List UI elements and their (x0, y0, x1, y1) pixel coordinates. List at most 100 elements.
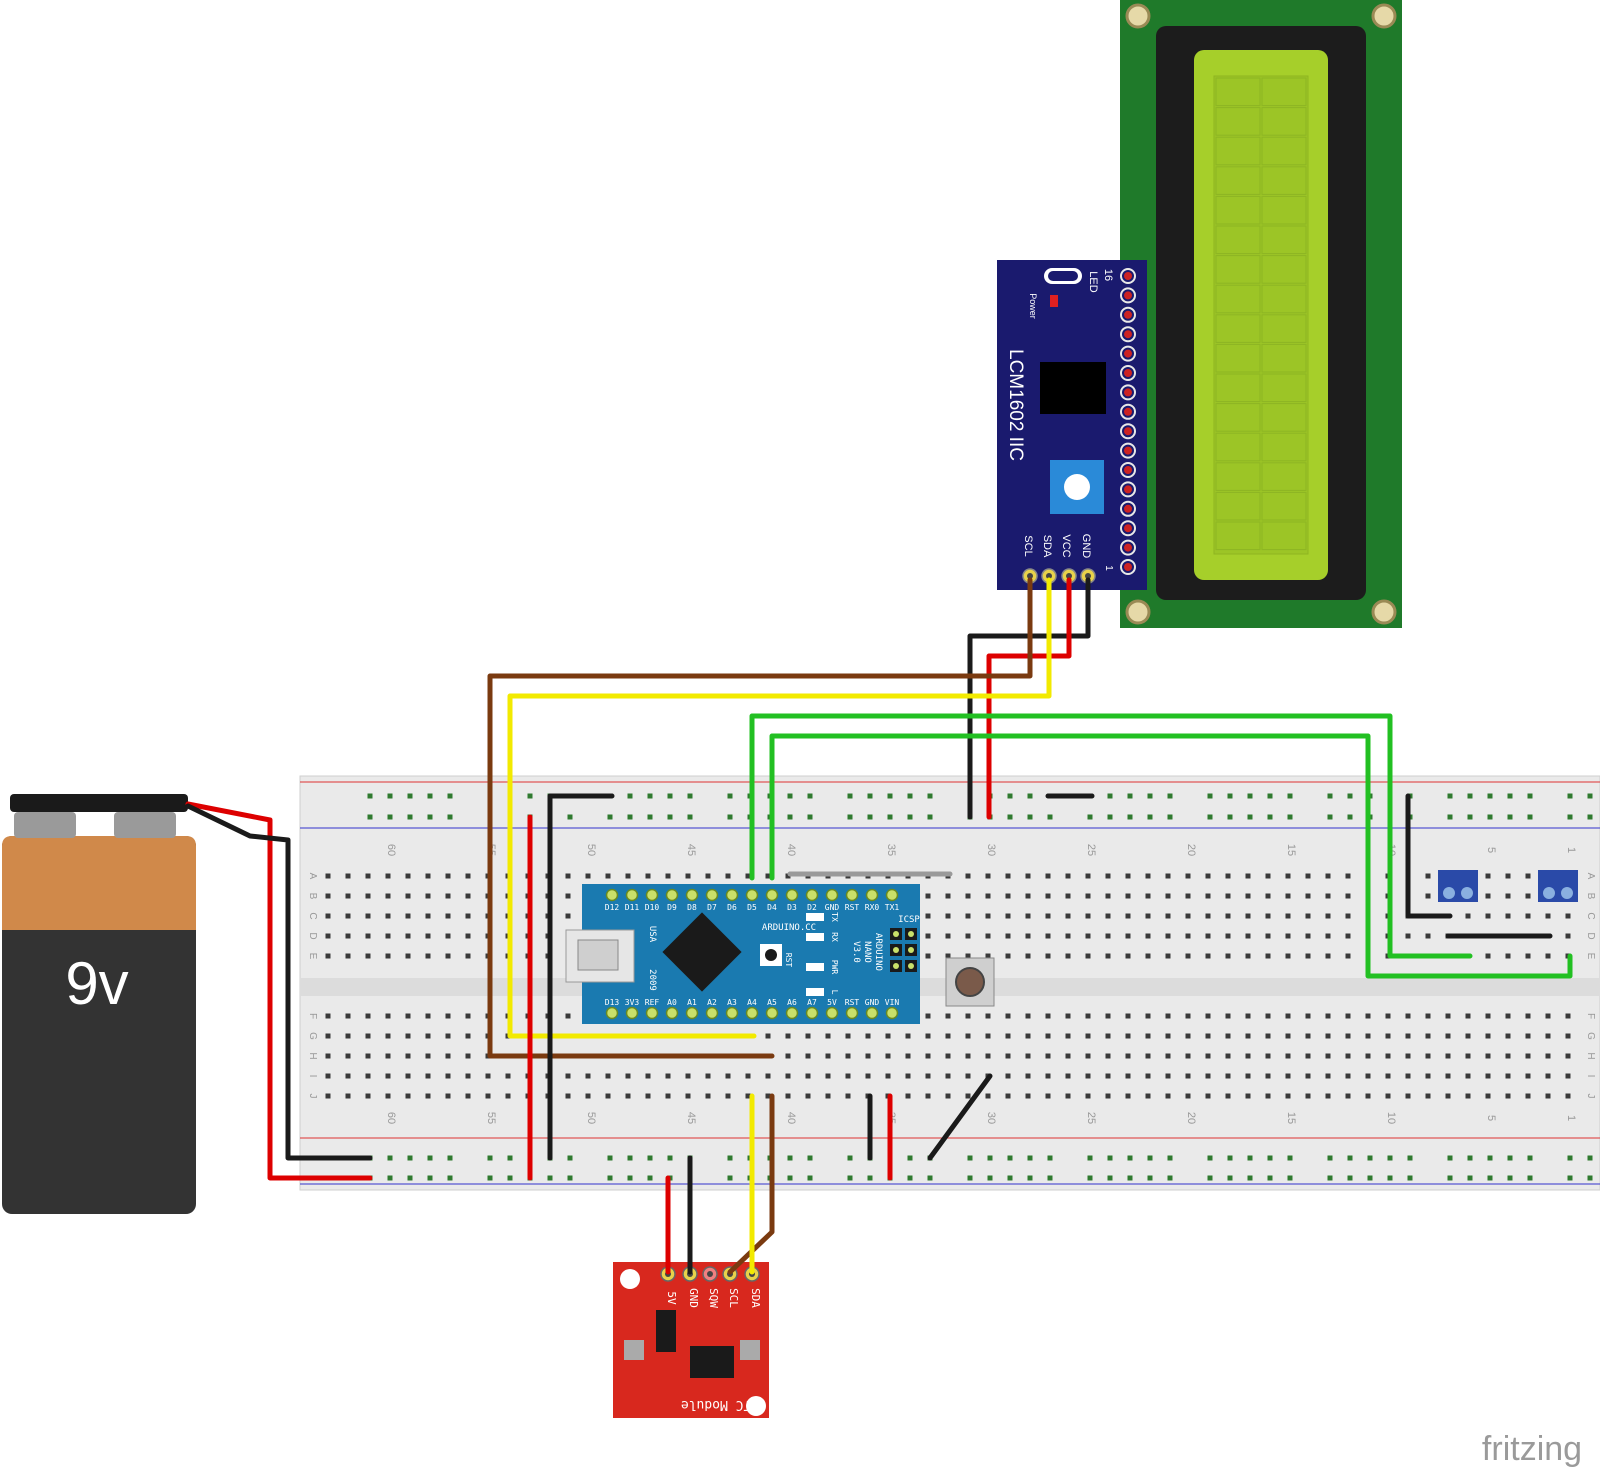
breadboard-hole (785, 1053, 791, 1059)
breadboard-hole (465, 1073, 471, 1079)
breadboard-hole (585, 1073, 591, 1079)
breadboard-hole (1285, 913, 1291, 919)
breadboard-hole (945, 1093, 951, 1099)
breadboard-hole (1345, 953, 1351, 959)
breadboard-hole (325, 1093, 331, 1099)
breadboard-hole (645, 1093, 651, 1099)
wire-green-2 (769, 733, 1573, 979)
lcd-char-cell (1215, 343, 1261, 373)
nano-top-pin-label: D11 (625, 903, 640, 912)
breadboard-hole (1025, 913, 1031, 919)
rail-hole (907, 793, 913, 799)
nano-top-pin-label: RST (845, 903, 860, 912)
rail-hole (1507, 814, 1513, 820)
rail-hole (787, 814, 793, 820)
breadboard-hole (1365, 1093, 1371, 1099)
breadboard-hole (1465, 1073, 1471, 1079)
breadboard-hole (445, 953, 451, 959)
rail-hole (787, 1175, 793, 1181)
breadboard-hole (1325, 1073, 1331, 1079)
rail-hole (1247, 1155, 1253, 1161)
breadboard-hole (1185, 873, 1191, 879)
breadboard-hole (985, 1053, 991, 1059)
breadboard-hole (1465, 1013, 1471, 1019)
rail-hole (847, 793, 853, 799)
rail-hole (647, 793, 653, 799)
rail-hole (627, 814, 633, 820)
rail-hole (387, 1155, 393, 1161)
breadboard-hole (405, 1033, 411, 1039)
breadboard-hole (445, 873, 451, 879)
breadboard-hole (1525, 1033, 1531, 1039)
breadboard-hole (565, 1013, 571, 1019)
header-pin (1120, 520, 1136, 537)
column-number-bottom: 5 (1485, 1115, 1497, 1121)
breadboard-hole (1385, 1033, 1391, 1039)
rail-hole (927, 793, 933, 799)
rail-hole (1387, 1175, 1393, 1181)
breadboard-hole (765, 1093, 771, 1099)
breadboard-hole (465, 1093, 471, 1099)
lcd-char-cell (1215, 255, 1261, 284)
breadboard-hole (585, 873, 591, 879)
usb-port (577, 939, 619, 971)
breadboard-hole (625, 1073, 631, 1079)
rail-hole (407, 793, 413, 799)
breadboard-hole (1045, 873, 1051, 879)
nano-top-pin-label: D9 (667, 903, 677, 912)
breadboard-hole (405, 1073, 411, 1079)
backpack-led-label: LED (1087, 271, 1099, 292)
rail-hole (1567, 814, 1573, 820)
breadboard-hole (845, 1093, 851, 1099)
rail-hole (387, 1175, 393, 1181)
push-button (945, 957, 995, 1007)
column-number-top: 50 (585, 844, 597, 856)
breadboard-hole (1325, 873, 1331, 879)
breadboard-hole (1005, 1053, 1011, 1059)
rail-hole (987, 1155, 993, 1161)
row-letter: F (1585, 1013, 1596, 1019)
breadboard-hole (1005, 1073, 1011, 1079)
rail-hole (607, 814, 613, 820)
icsp-pin-center (908, 931, 914, 937)
breadboard-hole (1205, 1013, 1211, 1019)
icsp-pin-center (893, 947, 899, 953)
rail-hole (1287, 1155, 1293, 1161)
rail-hole (547, 1175, 553, 1181)
breadboard-hole (1545, 1013, 1551, 1019)
breadboard-hole (1085, 893, 1091, 899)
rail-hole (867, 1175, 873, 1181)
rail-hole (1327, 814, 1333, 820)
breadboard-hole (1265, 1093, 1271, 1099)
breadboard-hole (1125, 873, 1131, 879)
rail-hole (387, 814, 393, 820)
lcd-char-cell (1261, 403, 1307, 432)
rail-hole (407, 814, 413, 820)
potentiometer-knob-icon (1064, 474, 1090, 500)
breadboard-hole (985, 873, 991, 879)
breadboard-hole (945, 893, 951, 899)
breadboard-hole (1285, 893, 1291, 899)
rail-hole (1247, 1175, 1253, 1181)
nano-led-label-l: L (830, 990, 839, 995)
nano-pin-top (885, 888, 899, 902)
breadboard-hole (1565, 933, 1571, 939)
rtc-pin-label: SDA (749, 1288, 762, 1308)
rtc-pin-center (707, 1271, 713, 1277)
nano-bottom-pin-label: A7 (807, 998, 817, 1007)
breadboard-hole (1325, 893, 1331, 899)
breadboard-hole (1505, 893, 1511, 899)
breadboard-hole (1005, 893, 1011, 899)
rail-hole (627, 1175, 633, 1181)
rail-hole (1367, 1175, 1373, 1181)
breadboard-hole (465, 873, 471, 879)
lcd-char-cell (1215, 225, 1261, 255)
column-number-bottom: 25 (1085, 1112, 1097, 1124)
lcd-char-cell (1261, 195, 1307, 225)
breadboard-hole (745, 1093, 751, 1099)
rail-hole (1487, 1175, 1493, 1181)
rail-hole (1287, 793, 1293, 799)
lcd-char-cell (1215, 195, 1261, 225)
nano-year-label: 2009 (647, 969, 657, 991)
